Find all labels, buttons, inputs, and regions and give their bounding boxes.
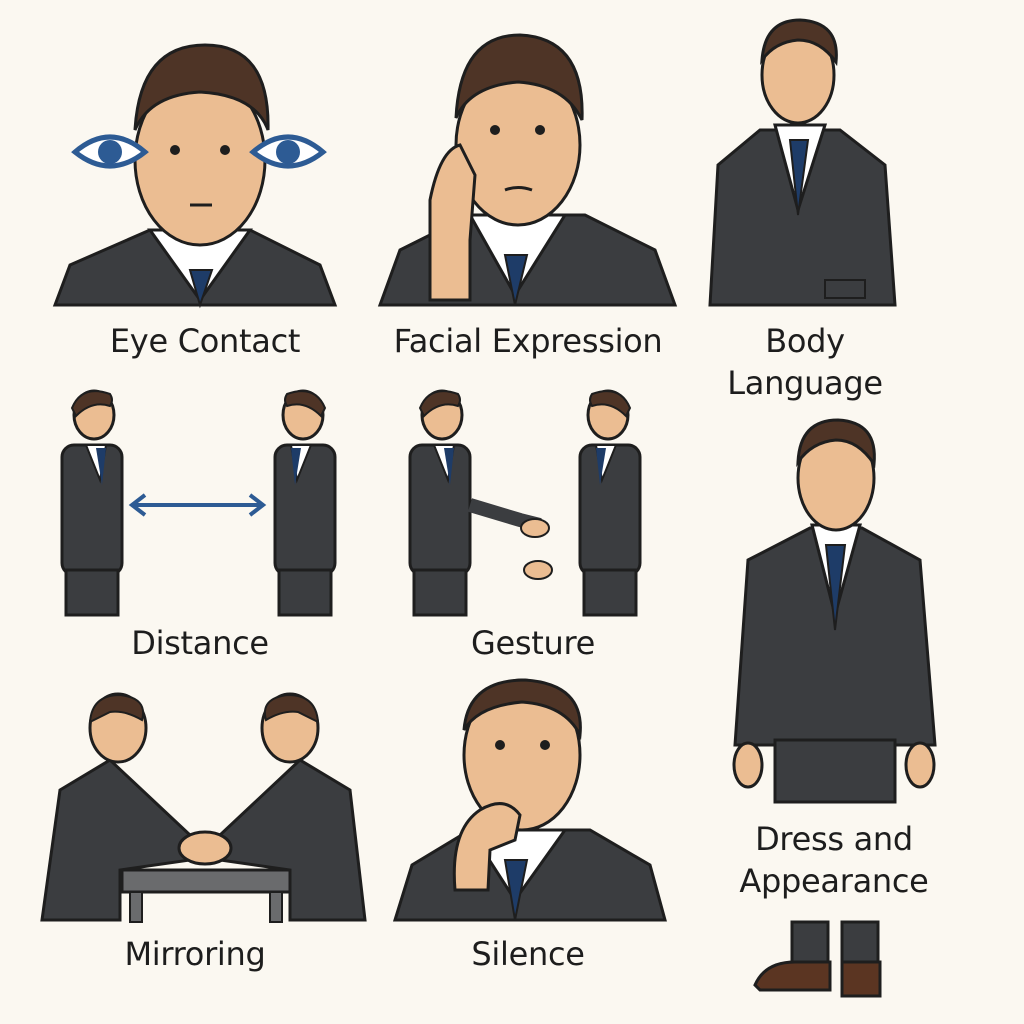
panel-label-body-language: Body Language [727, 322, 883, 402]
facial-expression-figure [377, 33, 678, 307]
panel-label-gesture: Gesture [470, 624, 596, 662]
panel-label-distance: Distance [131, 624, 269, 662]
eye-icon-left [71, 134, 149, 169]
mirroring-figures [40, 692, 367, 923]
eye-icon-right [249, 134, 327, 169]
panel-label-dress-and-appearance: Dress and Appearance [739, 820, 929, 900]
double-arrow-icon [128, 493, 267, 517]
panel-label-facial-expression: Facial Expression [393, 322, 663, 360]
panel-label-silence: Silence [471, 935, 585, 973]
panel-label-mirroring: Mirroring [124, 935, 266, 973]
eye-contact-figure [52, 43, 338, 309]
dress-appearance-figure [732, 418, 937, 998]
panel-label-eye-contact: Eye Contact [109, 322, 301, 360]
gesture-figures [408, 389, 640, 617]
silence-figure [392, 678, 667, 922]
body-language-figure [708, 18, 897, 307]
